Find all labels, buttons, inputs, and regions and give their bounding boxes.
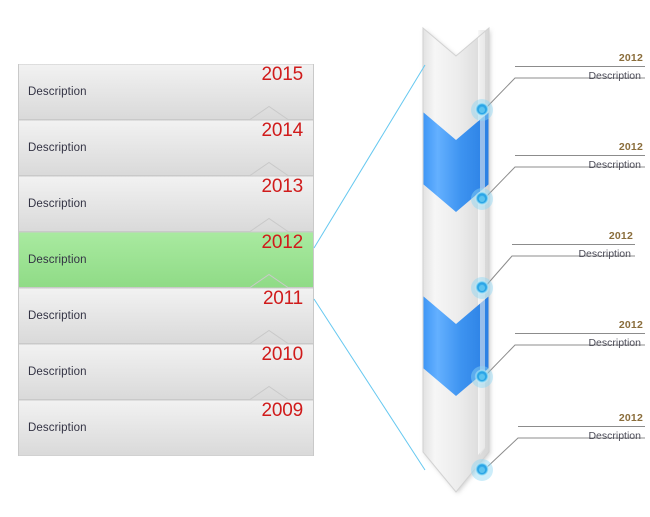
blue-segment-2 [423,296,489,396]
leader-line-1 [483,77,645,111]
connector-line-bottom [313,298,426,471]
timeline-row-background [18,400,314,456]
callout-description: Description [588,159,641,171]
leader-lines [483,77,645,471]
callout-description: Description [588,430,641,442]
ribbon-edge-rail [480,30,485,455]
milestone-markers[interactable] [471,99,493,481]
callout-year: 2012 [618,141,643,153]
leader-line-2 [483,166,645,200]
callout-description: Description [588,70,641,82]
milestone-marker-1[interactable] [471,99,493,121]
callout-rule [512,244,635,245]
milestone-marker-4[interactable] [471,366,493,388]
ribbon-blue-segments [423,112,489,396]
callout-year: 2012 [618,52,643,64]
timeline-row-year: 2011 [262,288,303,309]
timeline-row-description: Description [28,86,87,98]
leader-line-4 [483,344,645,378]
timeline-row-description: Description [28,254,87,266]
timeline-row-year: 2014 [261,120,304,141]
milestone-marker-3[interactable] [471,277,493,299]
callout-rule [515,155,645,156]
callout-rule [515,333,645,334]
callout-description: Description [578,248,631,260]
connector-lines [313,64,426,471]
timeline-row-year: 2015 [261,64,304,85]
timeline-row-description: Description [28,366,87,378]
timeline-row-year: 2010 [261,344,304,365]
milestone-marker-2[interactable] [471,188,493,210]
timeline-row-description: Description [28,198,87,210]
connector-line-top [313,64,426,249]
callout-rule [515,66,645,67]
blue-segment-1 [423,112,489,212]
timeline-row-background [18,344,314,400]
timeline-row-description: Description [28,310,87,322]
timeline-row-description: Description [28,422,87,434]
callout-description: Description [588,337,641,349]
callout-year: 2012 [608,230,633,242]
timeline-row-background [18,176,314,232]
callout-year: 2012 [618,319,643,331]
ribbon-outline [422,26,490,493]
timeline-row-year: 2009 [261,400,304,421]
leader-line-5 [483,437,645,471]
timeline-row-year: 2012 [261,232,304,253]
callout-rule [518,426,645,427]
timeline-row-year: 2013 [261,176,304,197]
milestone-marker-5[interactable] [471,459,493,481]
leader-line-3 [483,255,635,289]
callout-year: 2012 [618,412,643,424]
timeline-row-background [18,232,314,288]
timeline-row-description: Description [28,142,87,154]
